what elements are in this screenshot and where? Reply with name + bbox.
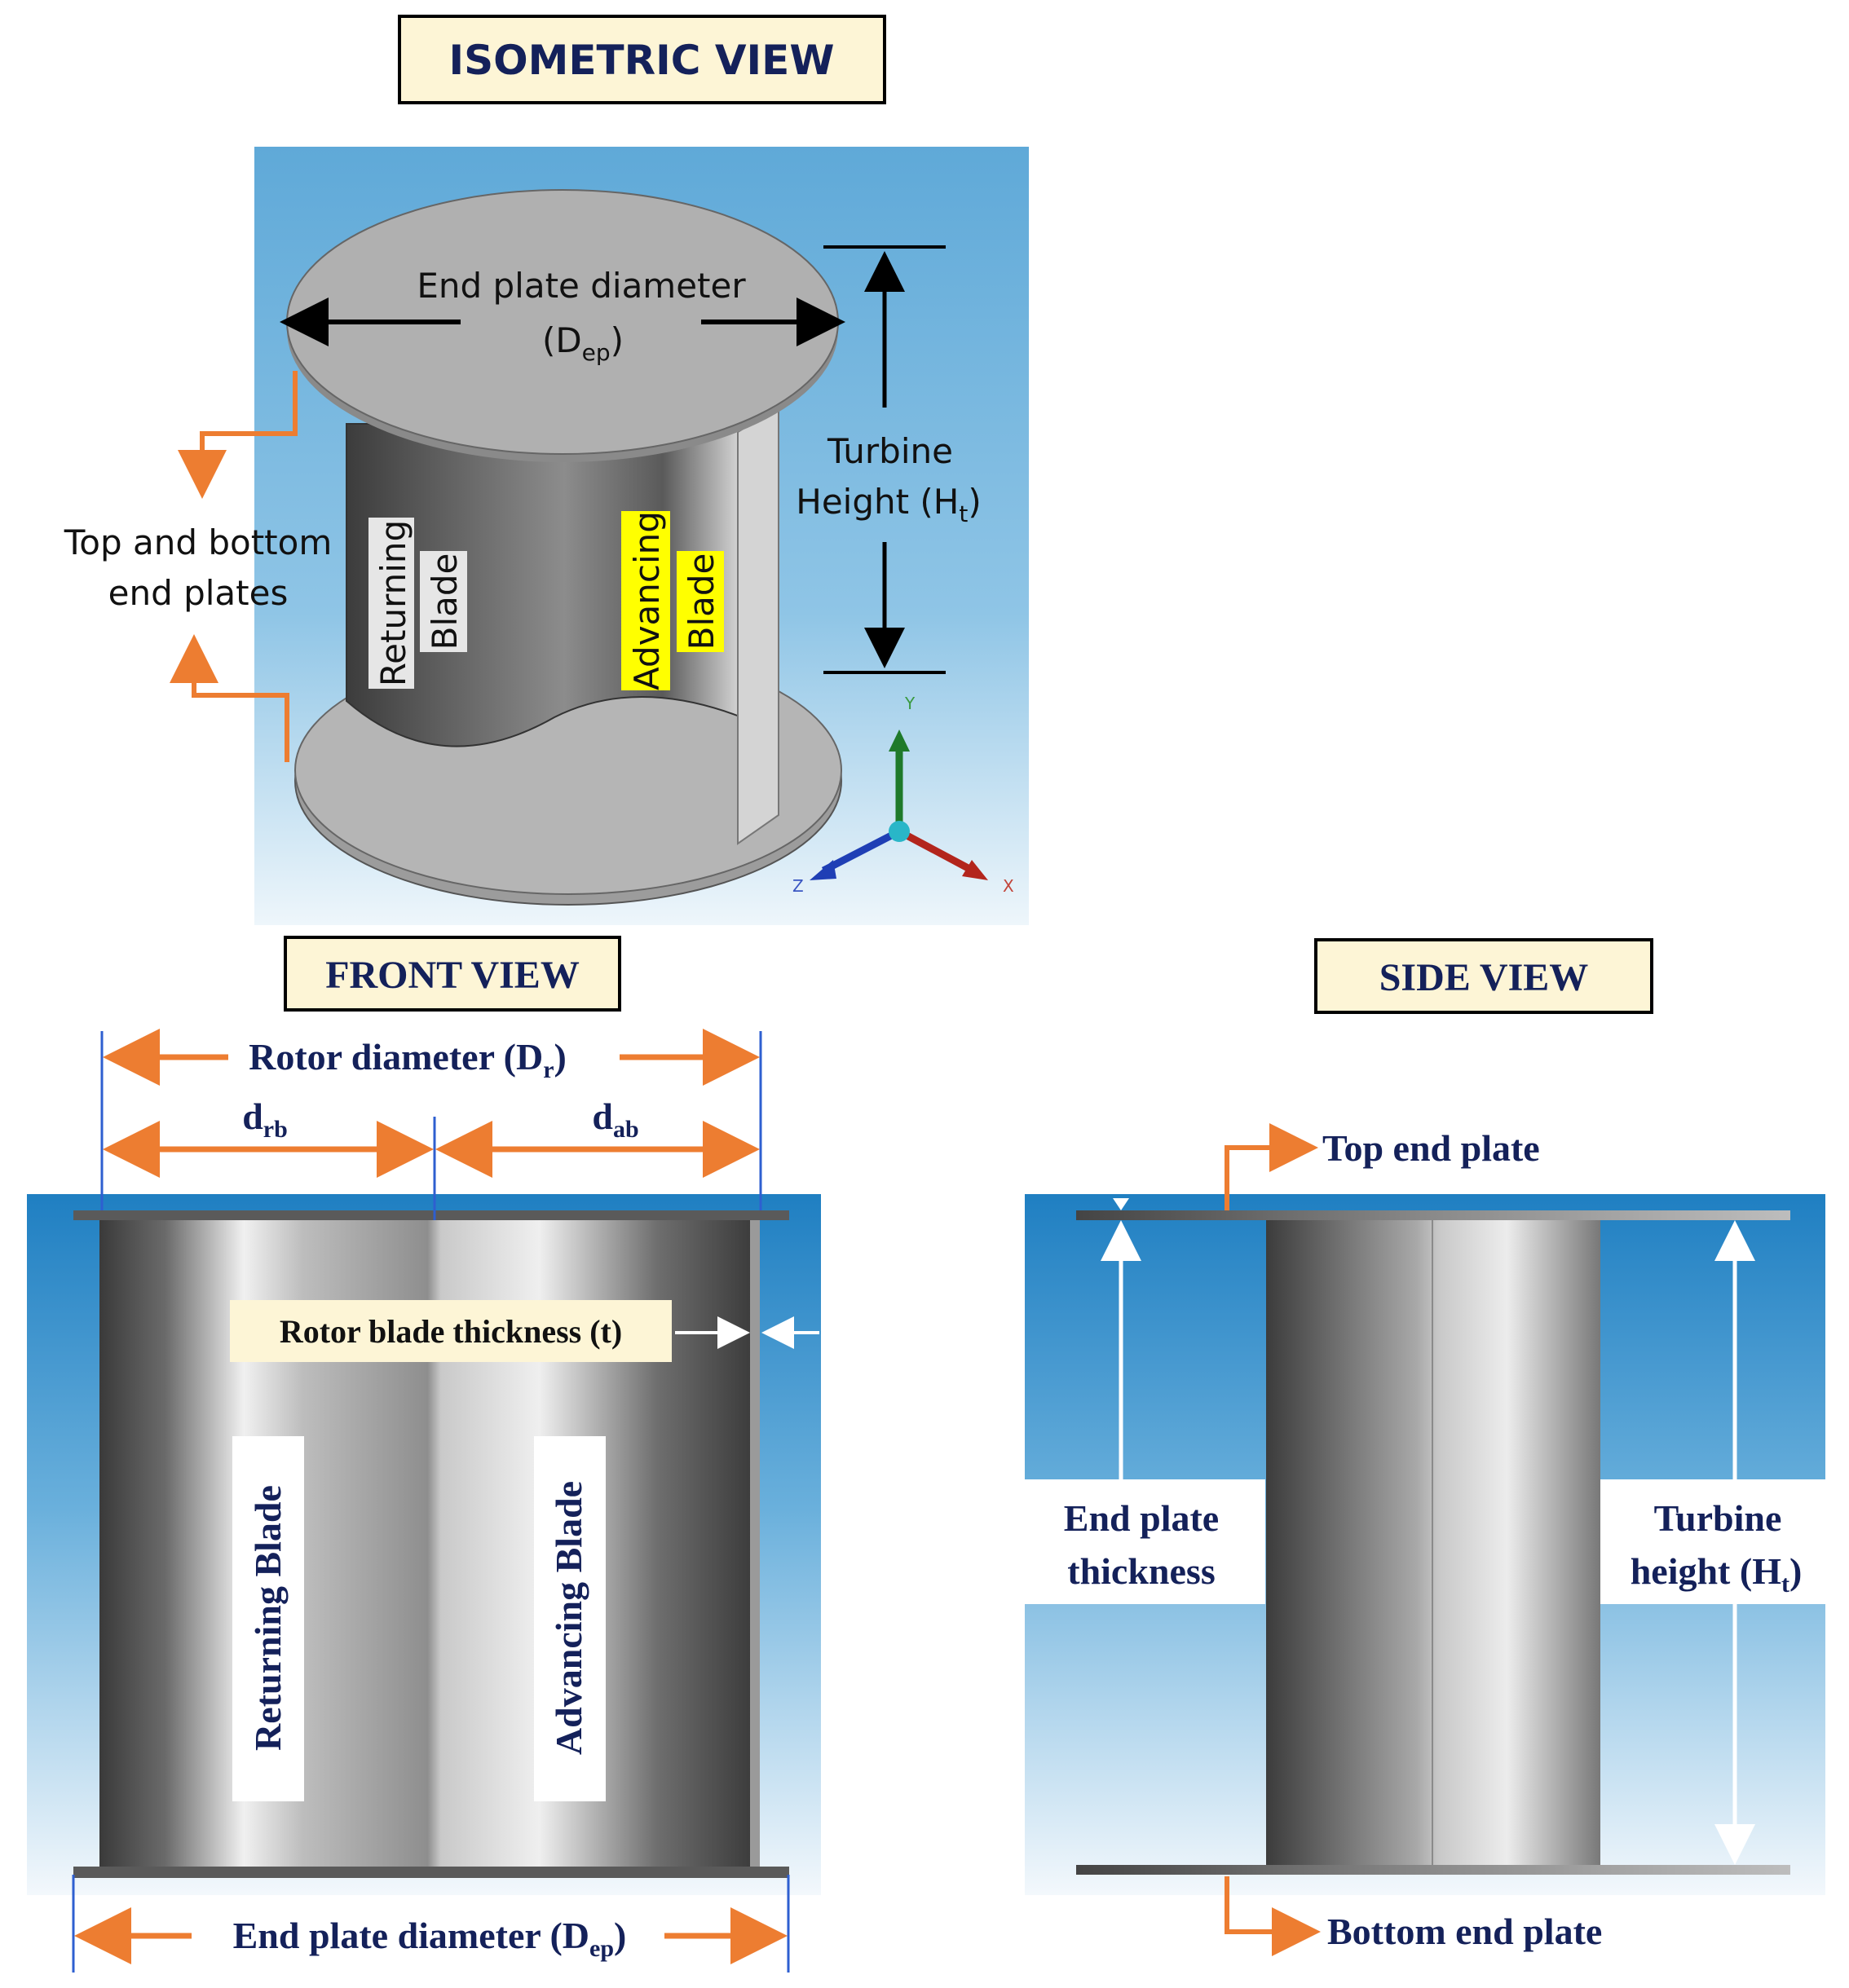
isometric-title: ISOMETRIC VIEW bbox=[449, 37, 835, 84]
iso-turbine-height-line1: Turbine bbox=[827, 431, 953, 471]
iso-returning-blade-label-2: Blade bbox=[425, 553, 465, 650]
front-bottom-end-plate bbox=[73, 1867, 789, 1878]
front-view: FRONT VIEW Rotor diameter (Dr) drb dab R… bbox=[27, 936, 821, 1973]
isometric-view: ISOMETRIC VIEW End plate diameter (Dep) … bbox=[64, 15, 1029, 925]
side-end-plate-thickness-line2: thickness bbox=[1067, 1550, 1215, 1592]
axis-x-label: X bbox=[1003, 876, 1014, 896]
side-turbine-height-line1: Turbine bbox=[1654, 1497, 1782, 1539]
side-title: SIDE VIEW bbox=[1379, 956, 1589, 999]
iso-end-plate-diameter-label: End plate diameter bbox=[417, 266, 746, 306]
side-bottom-end-plate bbox=[1076, 1865, 1790, 1875]
front-top-end-plate bbox=[73, 1210, 789, 1220]
front-rotor-diameter-label: Rotor diameter (Dr) bbox=[249, 1036, 567, 1083]
front-end-plate-diameter-label: End plate diameter (Dep) bbox=[233, 1915, 627, 1962]
iso-advancing-blade-edge bbox=[737, 406, 779, 845]
iso-end-plates-line2: end plates bbox=[108, 573, 289, 613]
isometric-title-box bbox=[398, 15, 886, 104]
front-d-rb-label: drb bbox=[242, 1095, 288, 1143]
side-top-end-plate-label: Top end plate bbox=[1322, 1127, 1540, 1169]
front-blade-thickness-label: Rotor blade thickness (t) bbox=[280, 1313, 622, 1350]
iso-end-plates-line1: Top and bottom bbox=[64, 522, 333, 562]
front-title-box bbox=[284, 936, 621, 1012]
axis-z-label: Z bbox=[792, 876, 804, 896]
side-end-plate-thickness-line1: End plate bbox=[1064, 1497, 1219, 1539]
side-turbine-height-line2: height (Ht) bbox=[1631, 1550, 1803, 1598]
front-blade-thickness-box bbox=[230, 1300, 672, 1362]
iso-advancing-blade-label-1: Advancing bbox=[627, 511, 667, 690]
side-bottom-end-plate-label: Bottom end plate bbox=[1327, 1911, 1602, 1952]
side-view: SIDE VIEW Top end plate Bottom end plate… bbox=[1025, 938, 1825, 1956]
axis-triad-icon: Y X Z bbox=[792, 694, 1014, 896]
iso-turbine-height-line2: Height (Ht) bbox=[796, 482, 982, 527]
front-d-ab-label: dab bbox=[592, 1095, 638, 1143]
iso-advancing-blade-label-2: Blade bbox=[682, 553, 722, 650]
side-title-box bbox=[1314, 938, 1653, 1014]
iso-end-plate-diameter-symbol: (Dep) bbox=[542, 320, 624, 366]
front-advancing-blade-label: Advancing Blade bbox=[548, 1481, 589, 1755]
front-returning-blade-label: Returning Blade bbox=[247, 1485, 289, 1751]
iso-returning-blade-label-1: Returning bbox=[373, 520, 413, 686]
axis-y-label: Y bbox=[904, 694, 916, 713]
side-top-end-plate bbox=[1076, 1210, 1790, 1220]
front-title: FRONT VIEW bbox=[325, 954, 580, 997]
